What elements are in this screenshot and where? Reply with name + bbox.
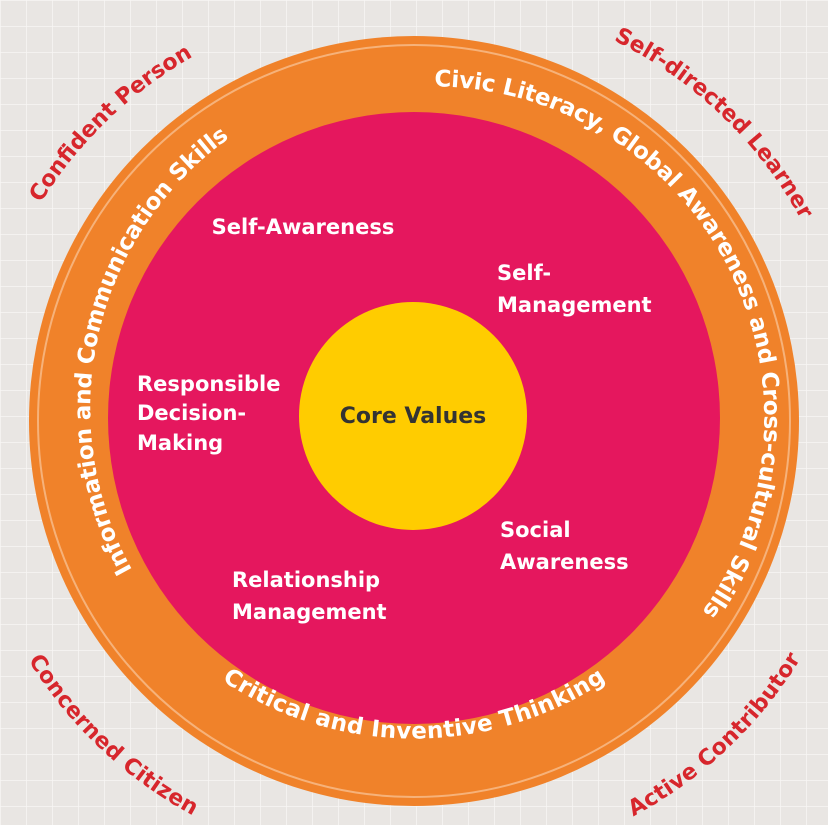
core-values-circle bbox=[299, 302, 527, 530]
core-values-label: Core Values bbox=[340, 404, 487, 429]
skills-ring-edge bbox=[37, 44, 791, 798]
self-management-label: Self- Management bbox=[497, 261, 652, 317]
responsible-decision-making-label: Responsible Decision- Making bbox=[137, 372, 288, 455]
social-awareness-label: Social Awareness bbox=[500, 518, 629, 574]
self-awareness-label: Self-Awareness bbox=[212, 215, 395, 239]
relationship-management-label: Relationship Management bbox=[232, 568, 387, 624]
